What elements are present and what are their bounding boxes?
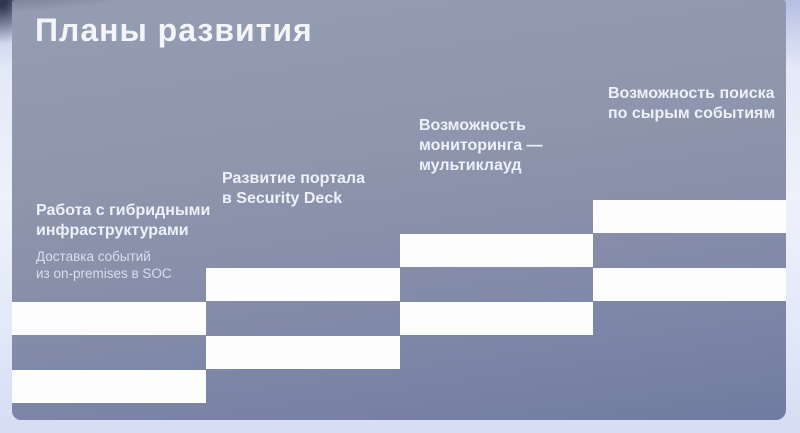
step-block — [12, 370, 206, 403]
step-title-line: по сырым событиям — [608, 105, 776, 122]
step-title: Возможность мониторинга — мультиклауд — [419, 116, 543, 176]
step-title-line: мониторинга — — [419, 137, 543, 154]
step-label-security-deck-portal: Развитие портала в Security Deck — [222, 169, 365, 209]
step-title: Возможность поиска по сырым событиям — [608, 84, 775, 124]
step-block — [400, 302, 593, 335]
step-label-multicloud-monitoring: Возможность мониторинга — мультиклауд — [419, 116, 543, 176]
step-subtitle: Доставка событий из on-premises в SOC — [36, 248, 210, 282]
step-block — [206, 336, 400, 369]
step-title-line: инфраструктурами — [36, 222, 189, 239]
step-title-line: мультиклауд — [419, 157, 522, 174]
step-title-line: Возможность — [419, 117, 526, 134]
step-block — [593, 200, 786, 233]
step-title-line: Работа с гибридными — [36, 202, 211, 219]
step-title: Развитие портала в Security Deck — [222, 169, 365, 209]
slide: Планы развития Работа с гибридными инфра… — [12, 0, 786, 420]
step-title: Работа с гибридными инфраструктурами — [36, 201, 210, 241]
step-label-raw-events-search: Возможность поиска по сырым событиям — [608, 84, 775, 124]
step-block — [206, 268, 400, 301]
step-subtitle-line: Доставка событий — [36, 249, 151, 264]
step-subtitle-line: из on-premises в SOC — [36, 266, 172, 281]
slide-title: Планы развития — [35, 12, 313, 48]
step-title-line: Возможность поиска — [608, 85, 775, 102]
step-block — [593, 268, 786, 301]
step-title-line: в Security Deck — [222, 190, 343, 207]
step-block — [12, 302, 206, 335]
step-label-hybrid-infrastructures: Работа с гибридными инфраструктурами Дос… — [36, 201, 210, 282]
step-title-line: Развитие портала — [222, 170, 365, 187]
step-block — [400, 234, 593, 267]
